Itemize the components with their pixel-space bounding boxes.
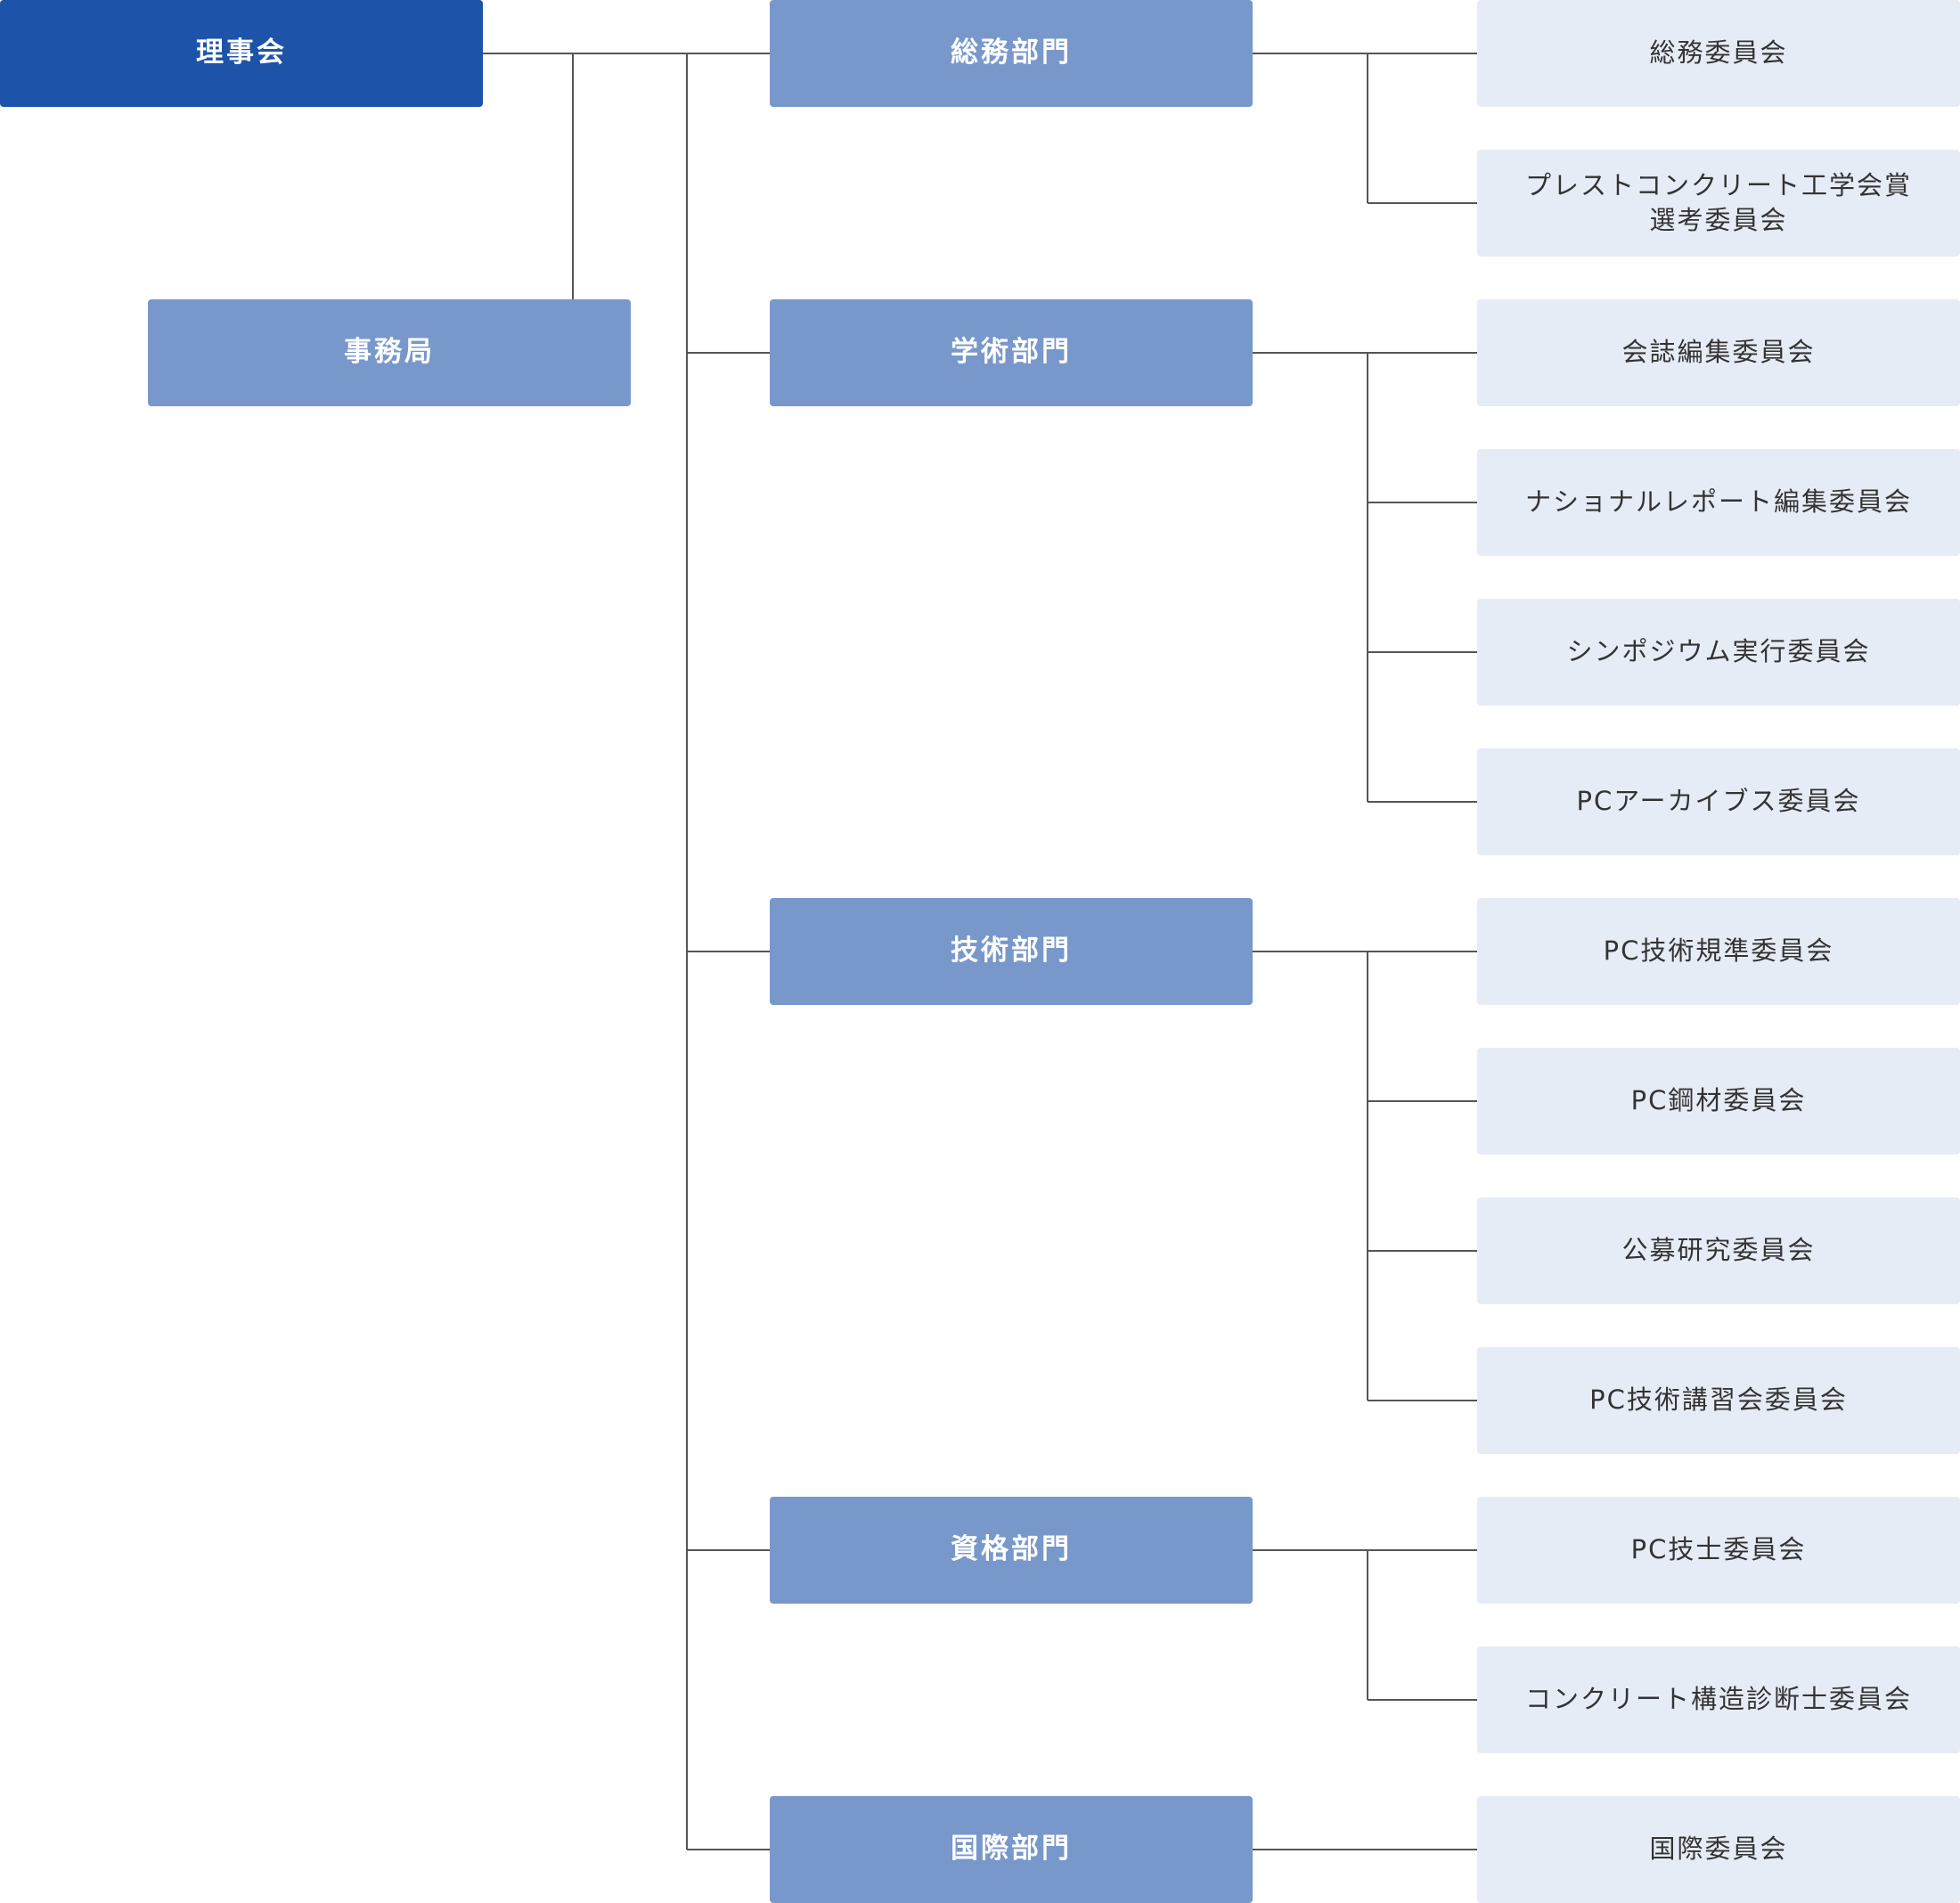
- committee-item: 公募研究委員会: [1477, 1197, 1960, 1304]
- committee-item: 国際委員会: [1477, 1796, 1960, 1903]
- dept-qualification: 資格部門: [770, 1497, 1253, 1604]
- committee-item: プレストコンクリート工学会賞 選考委員会: [1477, 150, 1960, 257]
- committee-item: PC技術講習会委員会: [1477, 1347, 1960, 1454]
- committee-item: PCアーカイブス委員会: [1477, 748, 1960, 855]
- committee-item: 総務委員会: [1477, 0, 1960, 107]
- committee-item: PC鋼材委員会: [1477, 1048, 1960, 1155]
- dept-general-affairs: 総務部門: [770, 0, 1253, 107]
- dept-academic: 学術部門: [770, 299, 1253, 406]
- committee-item: シンポジウム実行委員会: [1477, 599, 1960, 706]
- committee-item: 会誌編集委員会: [1477, 299, 1960, 406]
- committee-item: ナショナルレポート編集委員会: [1477, 449, 1960, 556]
- dept-international: 国際部門: [770, 1796, 1253, 1903]
- committee-item: PC技術規準委員会: [1477, 898, 1960, 1005]
- dept-technical: 技術部門: [770, 898, 1253, 1005]
- node-board-of-directors: 理事会: [0, 0, 483, 107]
- committee-item: PC技士委員会: [1477, 1497, 1960, 1604]
- node-secretariat: 事務局: [148, 299, 631, 406]
- committee-item: コンクリート構造診断士委員会: [1477, 1646, 1960, 1753]
